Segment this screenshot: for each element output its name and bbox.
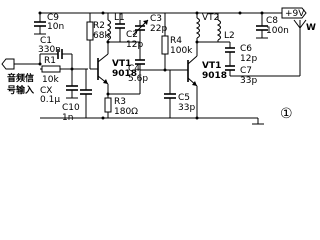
- vt1-osc-ref: VT1: [112, 59, 131, 69]
- resistor-r1: R1 10k: [40, 54, 73, 85]
- capacitor-c2: C2 12p: [115, 13, 143, 50]
- r2-value: 68k: [93, 31, 110, 41]
- resistor-r2: R2 68k: [86, 13, 110, 69]
- r4-ref: R4: [170, 36, 182, 46]
- c10-value: 1n: [62, 113, 73, 123]
- c9-ref: C9: [47, 13, 59, 23]
- capacitor-cx: CX 0.1μ: [40, 69, 78, 105]
- antenna-label: W: [306, 23, 316, 33]
- figure-number: ①: [280, 106, 293, 122]
- c1-ref: C1: [40, 36, 52, 46]
- c3-value: 22p: [150, 24, 167, 34]
- c3-ref: C3: [150, 14, 162, 24]
- c4-ref: C4: [128, 64, 140, 74]
- resistor-r3: R3 180Ω: [104, 94, 138, 118]
- r2-ref: R2: [93, 21, 105, 31]
- c10-ref: C10: [62, 103, 80, 113]
- c1-value: 330n: [38, 45, 61, 55]
- vt1-amp-type: 9018: [202, 71, 227, 81]
- r3-value: 180Ω: [114, 107, 138, 117]
- capacitor-c8: C8 100n: [256, 13, 289, 39]
- output-tank: VT2: [195, 13, 219, 42]
- c7-value: 33p: [240, 76, 257, 86]
- vt2-label: VT2: [202, 13, 219, 23]
- capacitor-c7: C7 33p: [225, 58, 300, 86]
- transistor-vt1-amp: VT1 9018: [182, 42, 227, 118]
- capacitor-c4: C4 5.6p: [108, 42, 148, 95]
- l2-ref: L2: [224, 31, 235, 41]
- input-label-line2: 号输入: [7, 84, 34, 96]
- antenna-icon: W: [293, 19, 316, 76]
- c5-value: 33p: [178, 103, 195, 113]
- l1-ref: L1: [114, 13, 125, 23]
- capacitor-c1: C1 330n: [38, 36, 72, 64]
- c8-value: 100n: [266, 26, 289, 36]
- inductor-l2: L2: [216, 13, 235, 42]
- c7-ref: C7: [240, 66, 252, 76]
- capacitor-c6: C6 12p: [225, 42, 257, 64]
- c8-ref: C8: [266, 16, 278, 26]
- c6-value: 12p: [240, 54, 257, 64]
- c4-value: 5.6p: [128, 74, 148, 84]
- vt1-amp-ref: VT1: [202, 61, 221, 71]
- transistor-vt1-osc: VT1 9018: [90, 42, 137, 94]
- r3-ref: R3: [114, 97, 126, 107]
- supply-label: +9V: [285, 9, 305, 19]
- c5-ref: C5: [178, 93, 190, 103]
- c9-value: 10n: [47, 22, 64, 32]
- audio-input-terminal: 音频信 号输入: [1, 58, 34, 96]
- circuit-diagram: +9V C9 10n 音频信 号输入 C1 330n: [1, 7, 316, 125]
- c2-value: 12p: [126, 40, 143, 50]
- capacitor-c10: C10 1n: [62, 69, 92, 123]
- schematic-canvas: +9V C9 10n 音频信 号输入 C1 330n: [1, 7, 316, 125]
- resistor-r4: R4 100k: [161, 13, 193, 70]
- input-label-line1: 音频信: [7, 72, 34, 84]
- r1-value: 10k: [42, 75, 59, 85]
- cx-value: 0.1μ: [40, 95, 60, 105]
- ground-rail: [40, 116, 264, 125]
- cx-ref: CX: [40, 86, 52, 96]
- r4-value: 100k: [170, 46, 193, 56]
- c6-ref: C6: [240, 44, 252, 54]
- c2-ref: C2: [126, 30, 138, 40]
- vt1-osc-type: 9018: [112, 69, 137, 79]
- supply-terminal: +9V: [281, 7, 307, 19]
- capacitor-c3-variable: C3 22p: [120, 14, 167, 43]
- capacitor-c5: C5 33p: [164, 70, 195, 118]
- r1-ref: R1: [44, 56, 56, 66]
- capacitor-c9: C9 10n: [34, 13, 64, 35]
